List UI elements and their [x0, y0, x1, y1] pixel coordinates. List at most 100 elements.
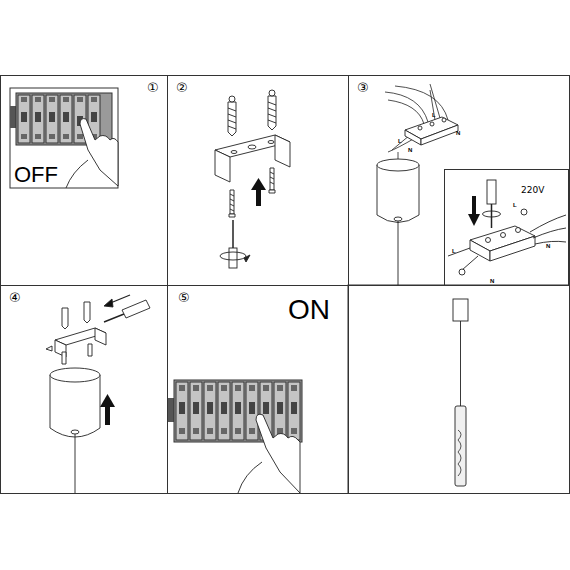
- breaker-board-part: [246, 382, 258, 440]
- wire-label: N: [456, 130, 460, 136]
- screw-part: [229, 214, 235, 217]
- mounting-bracket-part: [84, 302, 90, 323]
- breaker-board-part: [263, 402, 269, 414]
- breaker-board-part: [291, 402, 297, 414]
- hand-part: [80, 119, 118, 186]
- screw: [229, 168, 275, 217]
- mounting-bracket: [46, 302, 106, 364]
- terminal-block-part: [405, 130, 421, 145]
- breaker-board-part: [277, 385, 283, 391]
- callout-number: ④: [9, 291, 21, 304]
- canopy-part: [394, 217, 402, 221]
- breaker-board-part: [193, 402, 199, 414]
- breaker-board: [10, 88, 118, 188]
- breaker-board-part: [91, 97, 97, 102]
- canopy-part: [50, 368, 100, 382]
- breaker-board-part: [49, 112, 55, 122]
- up-arrow-part: [251, 178, 266, 190]
- mounting-bracket-part: [231, 151, 237, 154]
- mounting-bracket-part: [46, 346, 52, 351]
- screwdriver-part: [104, 314, 124, 322]
- canopy-part: [377, 165, 419, 223]
- canopy-part: [398, 221, 399, 285]
- inset-wiring-part: [516, 228, 521, 233]
- wall-anchor-part: [228, 102, 236, 136]
- down-arrow-part: [472, 196, 476, 216]
- wire-label: N: [490, 278, 494, 284]
- breaker-board-part: [179, 385, 185, 391]
- callout-number: ①: [147, 81, 159, 94]
- breaker-board-part: [63, 97, 69, 102]
- wire-label: L: [513, 202, 517, 208]
- pendant-lamp-part: [453, 299, 468, 321]
- breaker-board-part: [179, 402, 185, 414]
- supply-wires-part: [430, 84, 440, 118]
- screw-part: [270, 172, 274, 184]
- breaker-board-part: [263, 385, 269, 391]
- panel-frame: [348, 285, 570, 494]
- voltage-label: 220V: [521, 186, 544, 195]
- supply-wires-part: [430, 90, 435, 120]
- pendant-lamp-part: [460, 321, 461, 406]
- breaker-board-part: [221, 385, 227, 391]
- screwdriver-part: [232, 220, 234, 248]
- inset-wiring-part: [530, 215, 566, 232]
- up-arrow: [100, 394, 115, 425]
- breaker-board-part: [32, 95, 44, 143]
- breaker-board-part: [77, 134, 83, 139]
- inset-wiring-part: [533, 228, 566, 238]
- terminal-block-part: [418, 126, 422, 130]
- breaker-board-part: [35, 112, 41, 122]
- supply-wires-part: [395, 86, 448, 120]
- breaker-board-part: [218, 382, 230, 440]
- wire-label: L: [398, 138, 402, 144]
- breaker-board-part: [63, 112, 69, 122]
- mounting-bracket-part: [62, 308, 68, 329]
- breaker-board-part: [193, 385, 199, 391]
- hand-part: [256, 414, 300, 493]
- breaker-board-part: [21, 112, 27, 122]
- hand-part: [66, 160, 88, 188]
- screwdriver-part: [244, 255, 250, 262]
- screwdriver: [220, 220, 250, 268]
- breaker-board-part: [60, 95, 72, 143]
- breaker-board-part: [21, 97, 27, 102]
- terminal-block-part: [430, 122, 434, 126]
- up-arrow-part: [256, 188, 261, 206]
- breaker-board-part: [235, 402, 241, 414]
- breaker-board-part: [221, 428, 227, 434]
- breaker-board-part: [207, 402, 213, 414]
- hand: [238, 414, 300, 493]
- inset-wiring-part: [459, 269, 465, 275]
- terminal-block-part: [421, 125, 458, 145]
- breaker-board-part: [249, 402, 255, 414]
- state-label: OFF: [14, 164, 58, 186]
- screwdriver-part: [220, 252, 246, 260]
- screw-part: [230, 190, 234, 214]
- screw-part: [230, 194, 234, 211]
- canopy-part: [50, 375, 100, 437]
- canopy: [377, 159, 419, 285]
- up-arrow: [251, 178, 266, 206]
- mounting-bracket-part: [275, 135, 290, 167]
- step-panel: ③220V: [348, 75, 570, 286]
- breaker-board-part: [174, 380, 302, 442]
- breaker-board-part: [207, 428, 213, 434]
- breaker-board-part: [207, 385, 213, 391]
- breaker-board-part: [235, 428, 241, 434]
- mounting-bracket: [215, 135, 290, 182]
- breaker-board-part: [190, 382, 202, 440]
- canopy-part: [71, 430, 79, 434]
- step-panel: ① OFF: [0, 75, 168, 286]
- breaker-board-part: [35, 97, 41, 102]
- breaker-board-part: [18, 95, 30, 143]
- screwdriver-part: [104, 299, 113, 307]
- screwdriver: [104, 295, 150, 322]
- breaker-board-part: [10, 88, 118, 188]
- step-panel: ⑤ON: [167, 285, 349, 494]
- breaker-board-part: [77, 97, 83, 102]
- mounting-bracket-part: [88, 344, 92, 356]
- supply-wires-part: [388, 100, 424, 124]
- screwdriver-part: [483, 211, 501, 217]
